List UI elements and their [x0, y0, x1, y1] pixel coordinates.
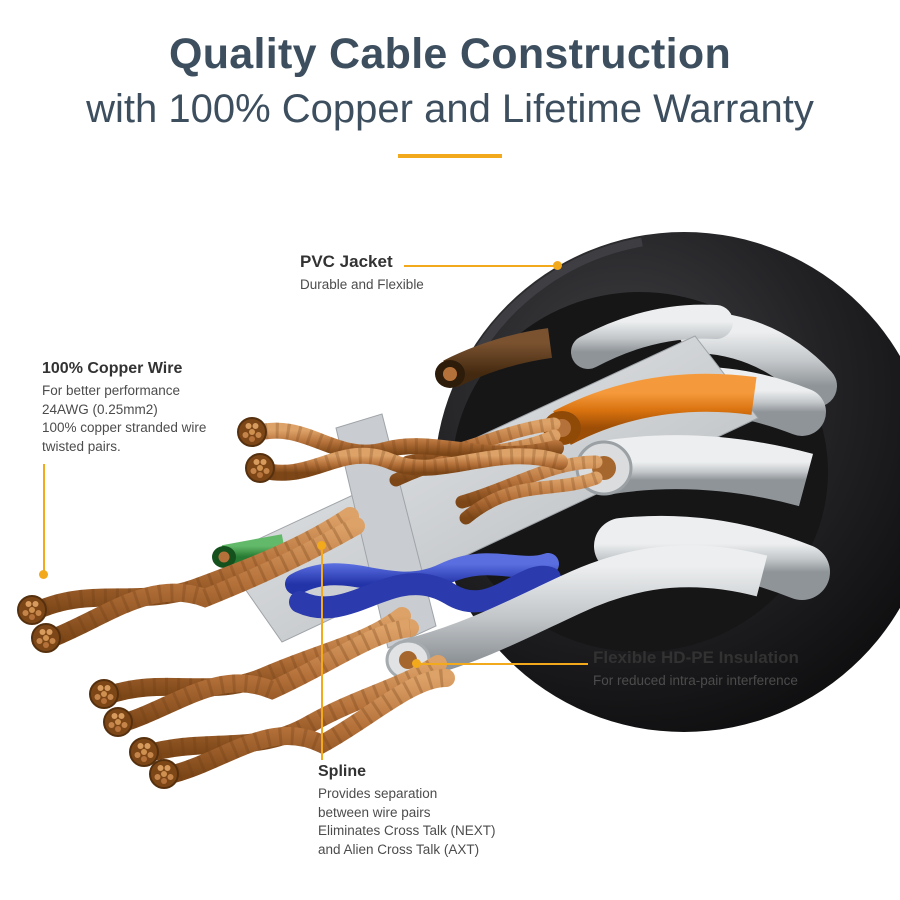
brown-wire-graphic — [435, 328, 553, 388]
copper-wire-leader-line — [43, 464, 45, 572]
spline-desc-4: and Alien Cross Talk (AXT) — [318, 841, 480, 857]
callout-spline: Spline Provides separation between wire … — [318, 763, 528, 860]
spline-desc-1: Provides separation — [318, 786, 438, 801]
copper-wire-desc-2: 24AWG (0.25mm2) — [42, 401, 158, 417]
copper-wire-dot — [39, 570, 48, 579]
orange-wire-graphic — [396, 373, 757, 480]
spline-dot — [317, 541, 326, 550]
callout-copper-wire: 100% Copper Wire For better performance … — [42, 360, 232, 457]
blue-pair-graphic — [285, 553, 561, 619]
pvc-jacket-leader-line — [404, 265, 556, 267]
callout-pvc-jacket: PVC Jacket Durable and Flexible — [300, 252, 424, 295]
hdpe-leader-line — [420, 663, 588, 665]
callout-hdpe: Flexible HD-PE Insulation For reduced in… — [593, 648, 799, 691]
hdpe-desc: For reduced intra-pair interference — [593, 673, 798, 688]
pvc-jacket-label: PVC Jacket — [300, 252, 393, 271]
title-line-1: Quality Cable Construction — [168, 30, 732, 78]
pvc-jacket-dot — [553, 261, 562, 270]
spline-label: Spline — [318, 763, 367, 780]
copper-wire-desc-1: For better performance — [42, 383, 181, 398]
title-line-2: with 100% Copper and Lifetime Warranty — [86, 87, 814, 131]
copper-wire-label: 100% Copper Wire — [42, 360, 183, 377]
grey-wire-graphic — [462, 435, 814, 518]
page-title: Quality Cable Construction with 100% Cop… — [0, 30, 900, 158]
hdpe-dot — [412, 659, 421, 668]
title-underline — [398, 154, 502, 158]
spline-desc-2: between wire pairs — [318, 804, 431, 820]
copper-wire-desc-4: twisted pairs. — [42, 438, 121, 454]
hdpe-label: Flexible HD-PE Insulation — [593, 648, 799, 667]
spline-leader-line — [321, 550, 323, 760]
spline-desc-3: Eliminates Cross Talk (NEXT) — [318, 823, 496, 839]
pvc-jacket-desc: Durable and Flexible — [300, 277, 424, 292]
copper-wire-desc-3: 100% copper stranded wire — [42, 420, 207, 436]
